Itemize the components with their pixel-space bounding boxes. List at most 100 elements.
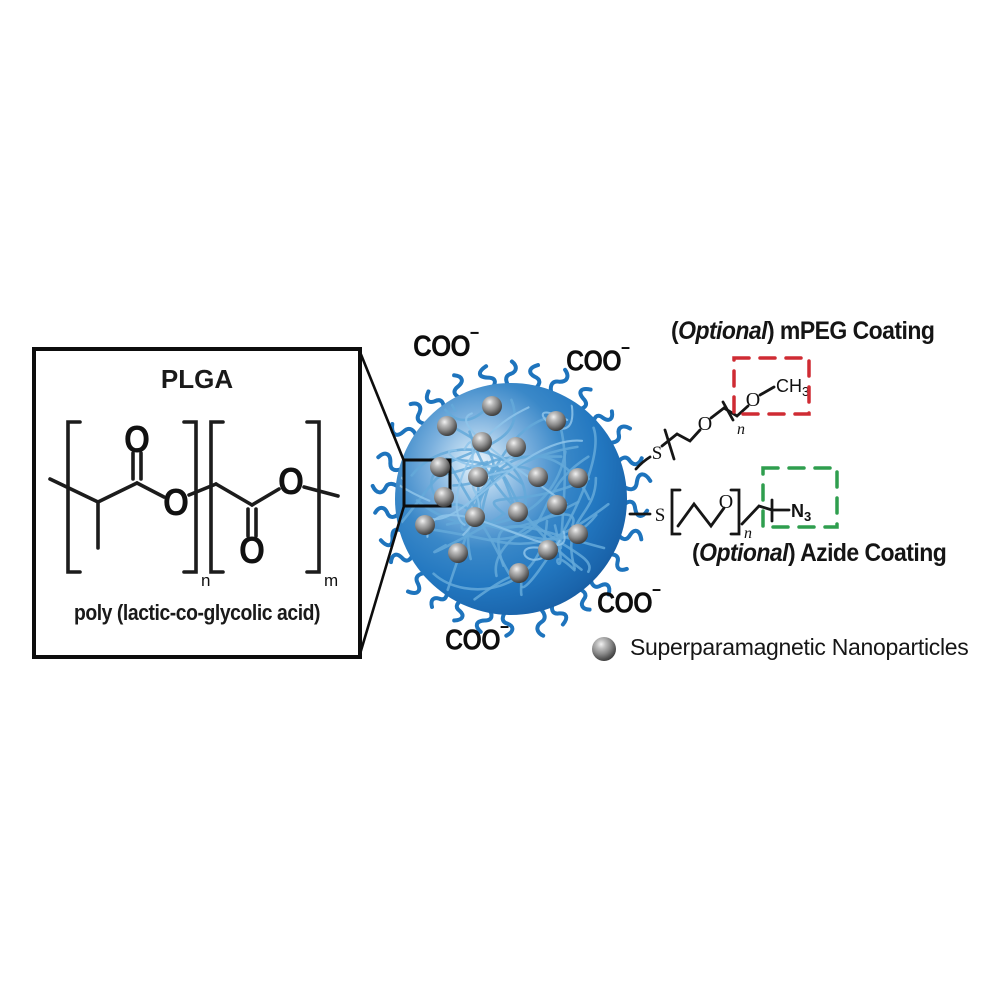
bond-co-oester1 (135, 481, 166, 499)
mpeg-highlight-dashed-box (732, 356, 811, 416)
plga-structure-box: O O O O n m (32, 347, 362, 659)
sulfur-atom-azide: S (655, 505, 666, 526)
nanoparticle-sphere (430, 457, 450, 477)
polymer-mesh-strand (415, 450, 567, 526)
azide-bracket-open (670, 488, 682, 536)
azide-chain: S O n N3 (628, 466, 839, 542)
nanoparticle-sphere (468, 467, 488, 487)
nanoparticle-sphere (482, 396, 502, 416)
coo-charge: − (469, 322, 480, 344)
surface-polymer-hair (535, 603, 547, 638)
polymer-mesh-strand (452, 467, 524, 487)
oxygen-atom-azide: O (719, 491, 733, 513)
mpeg-lead-bond (634, 455, 652, 471)
mpeg-chain-bonds (634, 385, 776, 471)
azide-coating-label: (Optional) Azide Coating (692, 539, 947, 567)
bond-backbone-entry (48, 477, 100, 504)
oxygen-atom-mpeg-2: O (746, 389, 760, 411)
nanoparticle-icon (592, 637, 616, 661)
paren: ( (671, 317, 679, 345)
coo-charge: − (620, 338, 630, 359)
mpeg-bond-terminal (758, 385, 776, 397)
mpeg-label-rest: ) mPEG Coating (766, 317, 935, 345)
azide-label-rest: ) Azide Coating (787, 539, 947, 567)
bracket-open-m (209, 420, 225, 574)
polymer-mesh-strand (429, 398, 516, 500)
nanoparticle-sphere (472, 432, 492, 452)
surface-polymer-hair (618, 472, 653, 492)
sulfur-atom-mpeg: S (652, 443, 663, 464)
nanoparticle-sphere (509, 563, 529, 583)
polymer-mesh-strand (520, 426, 597, 589)
bracket-close-m (305, 420, 321, 574)
coo-label-top-left: COO− (413, 323, 479, 363)
polymer-mesh-strand (433, 513, 504, 554)
bond-backbone-exit (302, 485, 340, 498)
surface-polymer-hair (548, 367, 570, 400)
coo-base: COO (597, 587, 653, 620)
nanoparticle-sphere (415, 515, 435, 535)
bond-co2-oester2 (250, 487, 281, 507)
bond-ch-co (96, 481, 139, 504)
mpeg-bond-2 (675, 428, 702, 443)
bond-ch2-co2 (214, 482, 254, 507)
nanoparticle-sphere (437, 416, 457, 436)
polymer-mesh-strand (400, 460, 489, 524)
zoom-connector-top (358, 351, 406, 462)
nanoparticle-sphere (528, 467, 548, 487)
zoom-connector-bottom (358, 505, 406, 655)
oxygen-atom-ester-2: O (278, 461, 304, 503)
azide-n: N (791, 501, 804, 521)
nanoparticle-sphere (506, 437, 526, 457)
azide-bracket-close (729, 488, 741, 536)
coo-label-bottom-right: COO− (597, 581, 661, 620)
mpeg-bracket-slash-1 (663, 428, 676, 461)
surface-polymer-hair (408, 401, 433, 427)
nanoparticle-sphere (538, 540, 558, 560)
nanoparticle-sphere (508, 502, 528, 522)
azide-sub-3: 3 (804, 509, 811, 524)
methyl-group-label: CH3 (776, 376, 809, 399)
coo-charge: − (499, 617, 509, 638)
plga-title: PLGA (160, 364, 234, 394)
nanoparticle-sphere (568, 468, 588, 488)
surface-polymer-hair (370, 481, 404, 495)
coo-label-top-right: COO− (566, 339, 630, 377)
coo-label-bottom: COO− (445, 618, 509, 657)
mpeg-bond-3 (709, 406, 726, 420)
oxygen-atom-carbonyl-1: O (124, 419, 150, 461)
plga-nanoparticle-sphere (370, 359, 653, 638)
coo-charge: − (651, 580, 661, 601)
surface-polymer-hair (406, 571, 432, 595)
mpeg-chain: S O n O CH3 (634, 356, 811, 471)
nanoparticle-sphere (547, 495, 567, 515)
repeat-subscript-n: n (201, 571, 210, 590)
coo-base: COO (445, 624, 501, 657)
nanoparticle-sphere (568, 524, 588, 544)
bracket-close-n (182, 420, 198, 574)
polymer-mesh-strand (442, 421, 495, 512)
nanoparticle-sphere (465, 507, 485, 527)
coo-base: COO (413, 330, 471, 363)
nanoparticle-sphere (546, 411, 566, 431)
mpeg-subscript-n: n (737, 421, 745, 438)
embedded-nanoparticles (415, 396, 588, 583)
paren: ( (692, 539, 700, 567)
nanoparticle-sphere (434, 487, 454, 507)
optional-word: Optional (678, 317, 767, 345)
oxygen-atom-carbonyl-2: O (239, 530, 265, 572)
polymer-mesh-strand (455, 406, 530, 526)
surface-polymer-hair (504, 359, 518, 391)
bracket-open-n (66, 420, 82, 574)
repeat-subscript-m: m (324, 571, 338, 590)
methyl-sub-3: 3 (802, 384, 809, 399)
polymer-mesh-strand (553, 524, 576, 572)
mpeg-bond-4 (722, 404, 750, 418)
polymer-mesh-strand (569, 476, 598, 570)
polymer-mesh-strand (399, 461, 431, 502)
optional-word: Optional (699, 539, 788, 567)
azide-group-label: N3 (791, 501, 811, 524)
legend-label: Superparamagnetic Nanoparticles (630, 634, 969, 660)
